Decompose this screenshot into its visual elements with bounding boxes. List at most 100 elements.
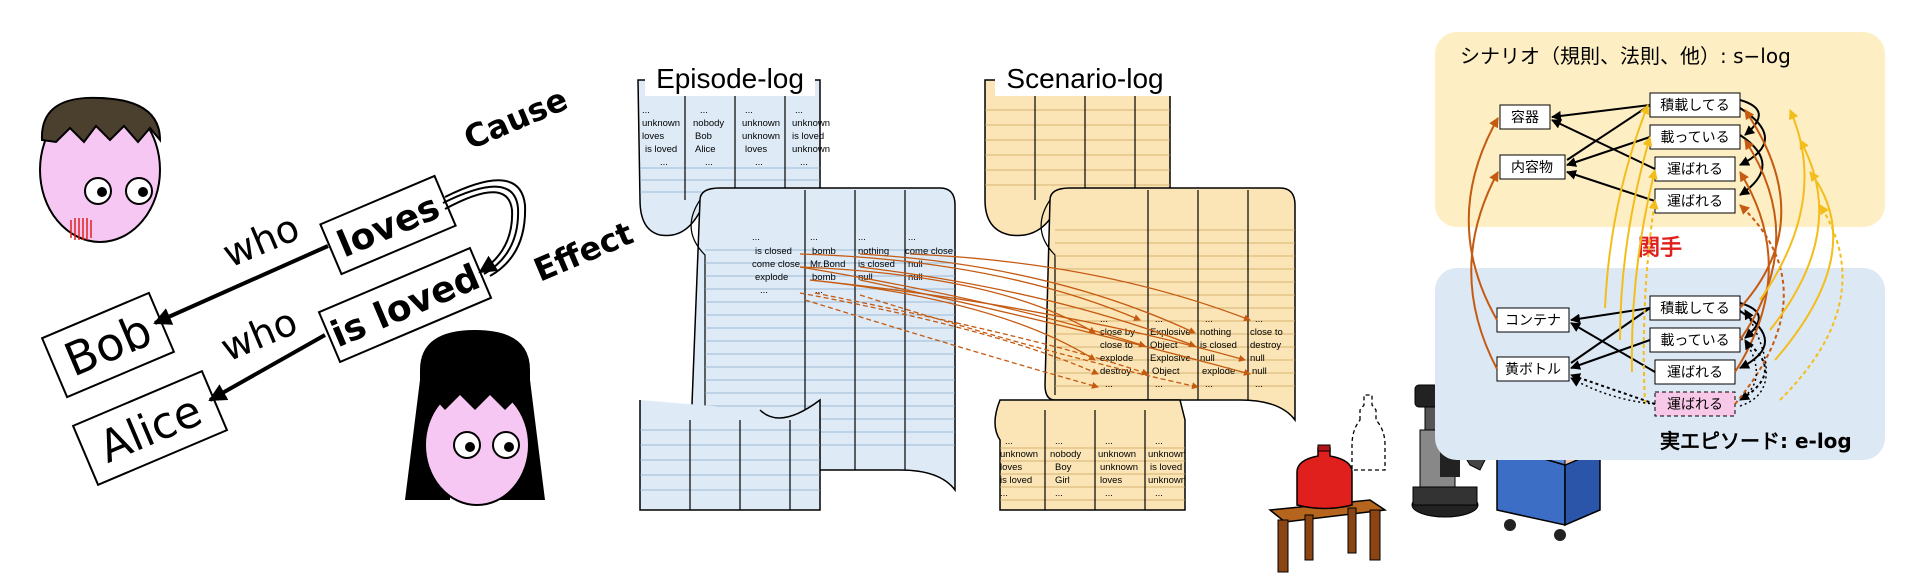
ep-top-r4c0: ... [660,157,668,168]
sc-bot-r2c0: loves [1000,462,1022,473]
s-node-container-label: 容器 [1511,109,1539,126]
s-node-container [1499,104,1551,130]
s-node-loaded-label: 積載してる [1660,98,1730,114]
map-line-13 [859,294,1199,390]
scenario-bottom-lines [1000,447,1185,501]
sc-mid-r0c1: ... [1155,314,1163,325]
scenario-mid-sheet [1044,187,1296,423]
effect-label: Effect [528,214,638,290]
episode-bottom-strip [639,398,821,511]
sc-bot-r3c2: loves [1100,475,1122,486]
ep-mid-r2c1: Mr.Bond [810,259,845,270]
alice-box: Alice [71,369,229,487]
episode-mid-text: ... ... ... ... is closed bomb nothing c… [752,232,953,296]
alice-bangs [425,360,530,410]
map-line-2 [799,266,1096,334]
scenario-bottom-text: ... ... ... ... unknown nobody unknown u… [1000,436,1186,499]
episode-top-cols [684,85,786,200]
sc-bot-r0c3: ... [1155,436,1163,447]
cause-effect-arc-mid [442,185,520,275]
sc-bot-r1c0: unknown [1000,449,1038,460]
s-node-contents-label: 内容物 [1511,159,1553,176]
table-leg-1 [1277,519,1289,573]
who-arrow-bottom [208,333,326,402]
sc-bot-r1c3: unknown [1148,449,1186,460]
sc-mid-r2c3: destroy [1250,340,1281,351]
episode-panel-title: 実エピソード: e-log [1660,429,1852,453]
scenario-mid-curl [1040,199,1056,395]
ep-top-r0c1: ... [700,105,708,116]
cart-wheel-2 [1554,529,1566,541]
who-arrow-top [153,244,329,325]
scenario-mid-text: ... ... ... ... close by Explosive nothi… [1100,314,1283,390]
sc-mid-r4c0: destroy [1100,366,1131,377]
episode-log-scroll: Episode-log ... [637,62,956,511]
ep-top-r1c0: unknown [642,118,680,129]
e-node-loaded [1649,295,1741,321]
e-node-on-label: 載っている [1660,333,1729,349]
e-node-loaded-label: 積載してる [1660,301,1730,317]
ep-top-r1c2: unknown [742,118,780,129]
e-node-container-label: コンテナ [1505,313,1561,329]
map-line-5 [859,266,1196,348]
ep-top-r2c0: loves [642,131,664,142]
sc-bot-r3c1: Girl [1055,475,1070,486]
sc-bot-r1c1: nobody [1050,449,1081,460]
alice-character [405,330,545,506]
sc-mid-r1c0: close by [1100,327,1135,338]
ep-top-r1c3: unknown [792,118,830,129]
sc-bot-r2c1: Boy [1055,462,1072,473]
s-node-contents [1499,154,1566,180]
e-node-carried-1-label: 運ばれる [1667,365,1723,381]
ep-top-r1c1: nobody [693,118,724,129]
e-node-carried-2-label: 運ばれる [1667,397,1723,413]
bob-pupil-right [138,187,148,197]
sc-bot-r0c2: ... [1105,436,1113,447]
scenario-top-lines [985,109,1170,186]
bob-pupil-left [97,187,107,197]
ep-top-r0c0: ... [642,105,650,116]
scenario-top-cols [1034,85,1136,200]
sc-mid-r5c2: ... [1205,379,1213,390]
sc-mid-r2c0: close to [1100,340,1133,351]
ep-top-r4c3: ... [800,157,808,168]
map-line-8 [799,266,1146,348]
sc-mid-r1c3: close to [1250,327,1283,338]
sc-mid-r1c1: Explosive [1150,327,1191,338]
sc-mid-r2c1: Object [1150,340,1178,351]
table-leg-2 [1369,509,1381,561]
ep-mid-r2c2: is closed [858,259,895,270]
ep-top-r0c2: ... [745,105,753,116]
ep-top-r3c1: Alice [695,144,716,155]
map-line-12 [804,299,1099,389]
ep-mid-r0c3: ... [908,232,916,243]
map-line-1 [799,253,1141,321]
s-log-nodes: 容器 内容物 積載してる 載っている 運ばれる 運ばれる [1499,92,1741,214]
functor-yellow-edges [1604,104,1844,405]
e-node-bottle-label: 黄ボトル [1505,361,1561,378]
sc-mid-r5c1: ... [1155,379,1163,390]
sc-mid-r3c3: null [1250,353,1265,364]
sc-mid-r3c2: null [1200,353,1215,364]
ep-mid-r1c2: nothing [858,246,889,257]
ep-top-r2c2: unknown [742,131,780,142]
ep-mid-r4c0: ... [760,285,768,296]
episode-log-title: Episode-log [656,63,804,94]
ep-mid-r2c0: come close [752,259,800,270]
sc-mid-r0c3: ... [1255,314,1263,325]
ep-mid-r0c0: ... [752,232,760,243]
sc-bot-r0c0: ... [1005,436,1013,447]
sc-bot-r3c3: unknown [1148,475,1186,486]
ep-top-r4c2: ... [755,157,763,168]
scenario-bottom-strip [994,399,1186,511]
sc-mid-r1c2: nothing [1200,327,1231,338]
table-leg-4 [1347,507,1357,554]
e-node-on [1649,327,1741,353]
sc-mid-r4c2: explode [1202,366,1235,377]
robot-base-body [1412,486,1478,506]
ep-mid-r3c2: null [858,272,873,283]
ep-mid-r3c1: bomb [812,272,836,283]
red-bottle [1296,447,1353,510]
map-line-11 [814,292,1149,376]
